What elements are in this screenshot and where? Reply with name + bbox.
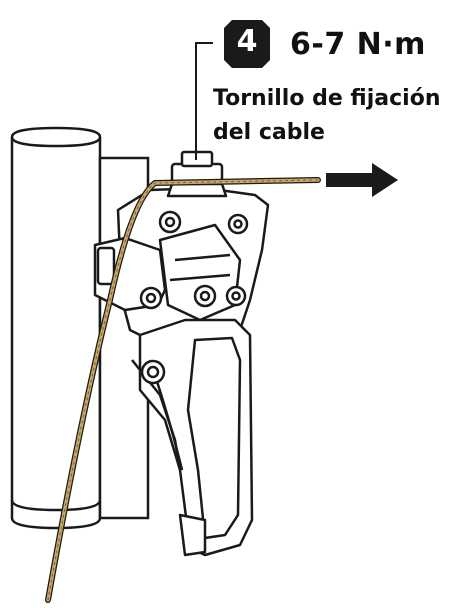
torque-value: 6-7 N·m: [290, 27, 426, 62]
pull-direction-arrow: [326, 163, 398, 197]
step-number: 4: [236, 24, 258, 59]
leader-line: [195, 42, 213, 160]
step-badge: [224, 20, 270, 68]
callout-label-line1: Tornillo de fijación: [213, 86, 441, 111]
shift-cable: [45, 177, 321, 603]
frame-tube: [10, 126, 102, 530]
callout-label-line2: del cable: [213, 120, 325, 145]
pivot-bolts: [139, 210, 249, 385]
